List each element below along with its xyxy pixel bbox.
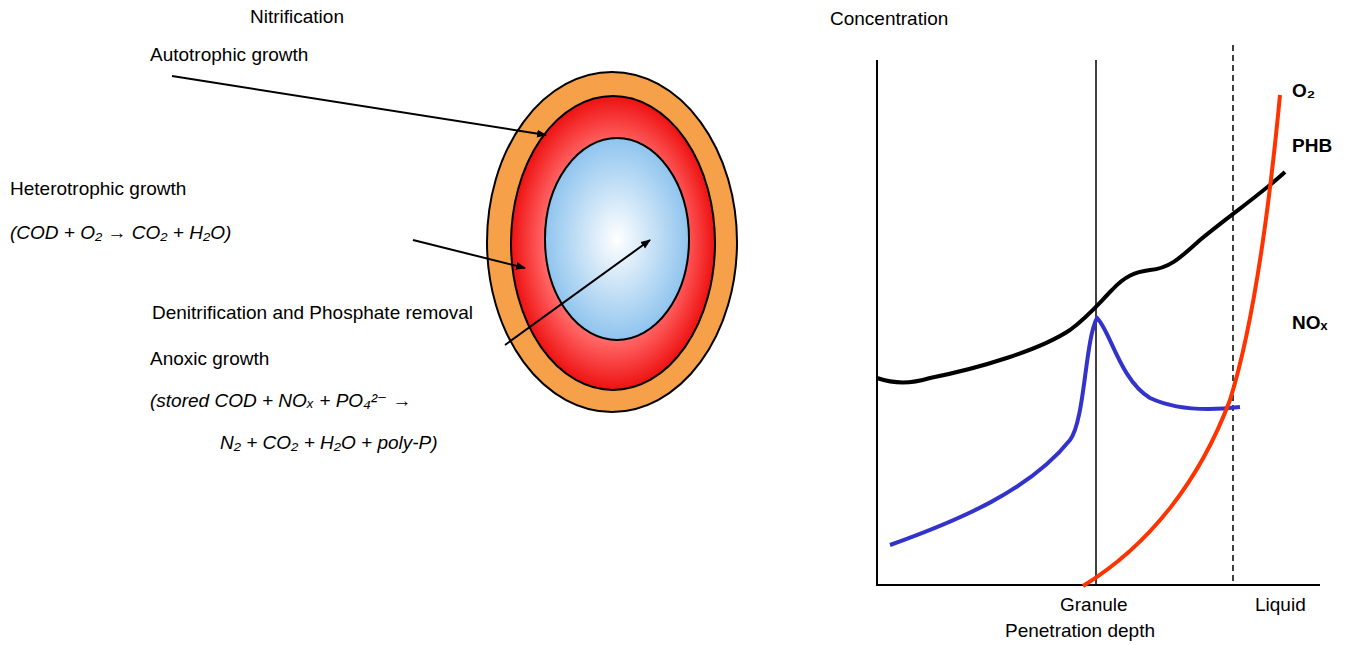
zone-label: Heterotrophic growth [10,178,186,201]
middle-layer [511,96,715,390]
x-axis [876,584,1320,586]
curve-label: O₂ [1292,80,1315,103]
liquid-boundary [1232,45,1234,585]
axis-title: Concentration [830,8,948,31]
zone-label: Anoxic growth [150,348,269,371]
reaction-label: (COD + O₂ → CO₂ + H₂O) [10,222,231,245]
inner-core [545,138,689,340]
leader-arrow [505,240,650,345]
nox-curve [890,318,1240,545]
phb-curve [877,172,1285,383]
zone-label: Denitrification and Phosphate removal [150,302,475,325]
axis-label: Liquid [1255,594,1306,617]
y-axis [876,60,878,586]
curve-label: PHB [1292,135,1332,158]
axis-label: Granule [1060,594,1128,617]
outer-layer [487,72,737,412]
leader-arrow [172,76,546,135]
leader-arrow [413,240,525,268]
axis-title: Penetration depth [1005,620,1155,643]
o2-curve [1083,95,1280,586]
reaction-label: N₂ + CO₂ + H₂O + poly-P) [220,432,438,455]
zone-label: Autotrophic growth [150,44,308,67]
reaction-label: (stored COD + NOₓ + PO₄²⁻ → [150,390,411,413]
heading-label: Nitrification [250,6,344,29]
curve-label: NOₓ [1292,312,1327,335]
